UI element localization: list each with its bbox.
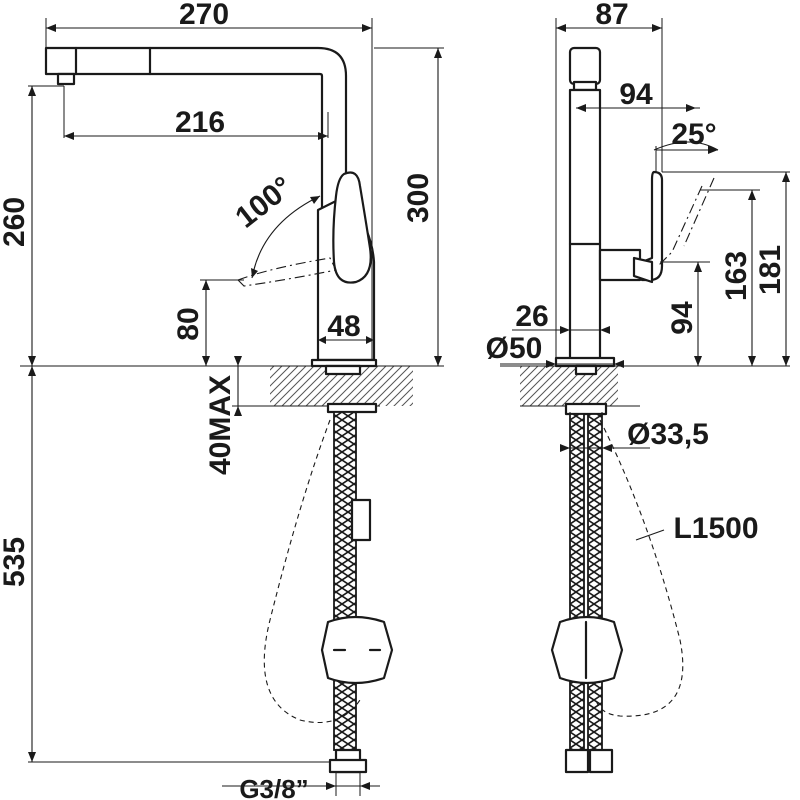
- front-view: 87 94 25° 163 181 94: [486, 0, 790, 774]
- dim-80: 80: [172, 280, 210, 366]
- dim-g38: G3/8”: [222, 772, 380, 800]
- label-94-lever: 94: [666, 301, 699, 335]
- dim-270: 270: [46, 0, 372, 32]
- label-260: 260: [0, 197, 31, 247]
- hose-left: [333, 411, 357, 751]
- label-270: 270: [179, 0, 229, 31]
- label-80: 80: [172, 307, 205, 340]
- dim-25-degrees: 25°: [671, 118, 716, 151]
- dim-100-degrees: 100°: [230, 170, 299, 234]
- dim-181: 181: [754, 172, 790, 366]
- lever: [332, 171, 372, 284]
- label-l1500: L1500: [673, 512, 758, 545]
- side-view: 270 216 260 300 100° 80: [0, 0, 444, 800]
- dim-535: 535: [0, 366, 36, 762]
- label-d50: Ø50: [486, 332, 543, 365]
- label-94-top: 94: [619, 78, 653, 111]
- dim-216: 216: [64, 106, 328, 140]
- label-48: 48: [327, 310, 360, 343]
- hose-weight-side: [320, 615, 394, 685]
- dim-94-lever: 94: [666, 262, 702, 366]
- dim-26: 26: [512, 300, 610, 334]
- label-40max: 40MAX: [204, 375, 237, 475]
- dim-48: 48: [318, 310, 374, 344]
- label-163: 163: [720, 251, 753, 301]
- label-181: 181: [754, 245, 787, 295]
- hose-right-a: [569, 413, 585, 751]
- dim-87: 87: [556, 0, 662, 32]
- label-300: 300: [402, 173, 435, 223]
- label-25-degrees: 25°: [671, 118, 716, 151]
- label-87: 87: [595, 0, 628, 31]
- dim-260: 260: [0, 86, 36, 366]
- label-26: 26: [515, 300, 548, 333]
- dim-40max: 40MAX: [204, 356, 242, 475]
- label-216: 216: [175, 106, 225, 139]
- countertop-section-right: [520, 366, 618, 406]
- label-d33-5: Ø33,5: [627, 418, 709, 451]
- hose-right-b: [587, 413, 603, 751]
- dim-300: 300: [402, 48, 442, 366]
- dim-l1500: L1500: [635, 512, 759, 545]
- front-body: [568, 88, 602, 362]
- dim-d33-5: Ø33,5: [560, 418, 709, 452]
- label-100-degrees: 100°: [230, 170, 299, 234]
- dim-94-top: 94: [576, 78, 700, 112]
- label-535: 535: [0, 537, 31, 587]
- label-g38: G3/8”: [239, 774, 308, 800]
- front-lever: [640, 170, 664, 282]
- dim-163: 163: [720, 190, 756, 366]
- dim-d50: Ø50: [486, 332, 624, 368]
